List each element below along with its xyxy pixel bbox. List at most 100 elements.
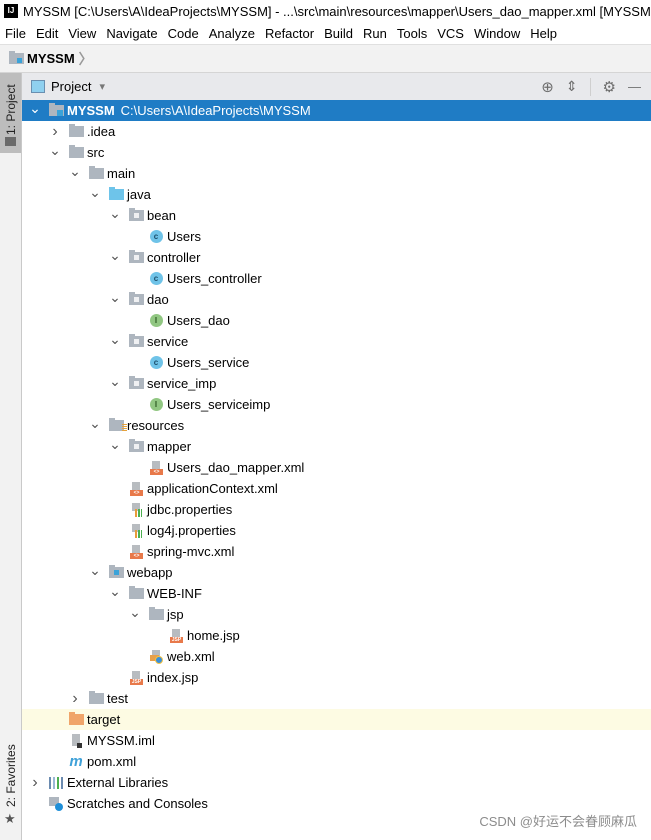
menu-refactor[interactable]: Refactor [264,25,315,41]
locate-icon[interactable]: ⊕ [541,78,554,96]
folder-icon [128,586,144,601]
chevron-right-icon[interactable]: › [32,773,38,791]
chevron-right-icon[interactable]: › [52,122,58,140]
tree-item[interactable]: web.xml [22,646,651,667]
tree-item[interactable]: ⌄ service [22,331,651,352]
tree-item[interactable]: ⌄webapp [22,562,651,583]
tree-item[interactable]: ›.idea [22,121,651,142]
tree-item[interactable]: ›External Libraries [22,772,651,793]
xml-file-icon: <> [148,460,164,475]
tree-item-label: home.jsp [187,628,240,643]
tree-item[interactable]: MYSSM.iml [22,730,651,751]
menu-build[interactable]: Build [324,25,354,41]
favorites-tool-tab[interactable]: 2: Favorites ★ [0,744,21,835]
folder-icon [88,166,104,181]
menu-view[interactable]: View [68,25,97,41]
chevron-down-icon[interactable]: ⌄ [109,372,121,389]
menu-navigate[interactable]: Navigate [106,25,158,41]
tree-item[interactable]: ⌄java [22,184,651,205]
tree-item[interactable]: <>applicationContext.xml [22,478,651,499]
chevron-down-icon[interactable]: ⌄ [109,246,121,263]
maven-file-icon: m [69,752,83,770]
collapse-all-icon[interactable]: ⇕ [565,78,578,94]
menu-run[interactable]: Run [363,25,387,41]
chevron-down-icon[interactable]: ⌄ [129,603,141,620]
scratches-icon [48,796,64,811]
source-folder-icon [108,187,124,202]
menu-tools[interactable]: Tools [396,25,428,41]
chevron-down-icon[interactable]: ⌄ [109,435,121,452]
menu-analyze[interactable]: Analyze [208,25,255,41]
web-folder-icon [108,565,124,580]
tree-item[interactable]: ⌄ main [22,163,651,184]
resources-folder-icon [108,418,127,433]
tree-item-label: src [87,145,105,160]
tree-item-label: Users_controller [167,271,262,286]
minimize-icon[interactable]: — [628,79,641,94]
chevron-down-icon[interactable]: ⌄ [109,582,121,599]
tree-item-label: jdbc.properties [147,502,233,517]
tree-item[interactable]: ⌄jsp [22,604,651,625]
favorites-tab-label: 2: Favorites [4,744,18,807]
tree-item[interactable]: ⌄resources [22,415,651,436]
properties-file-icon [128,523,144,538]
chevron-right-icon[interactable]: › [72,689,78,707]
menu-file[interactable]: File [5,25,26,41]
chevron-down-icon[interactable]: ⌄ [89,183,101,200]
menu-edit[interactable]: Edit [35,25,59,41]
tree-item[interactable]: <>Users_dao_mapper.xml [22,457,651,478]
package-icon [128,439,144,454]
menu-vcs[interactable]: VCS [437,25,464,41]
tree-item[interactable]: jdbc.properties [22,499,651,520]
breadcrumb-project[interactable]: MYSSM 〉 [8,49,93,69]
chevron-down-icon[interactable]: ⌄ [29,99,41,116]
chevron-down-icon[interactable]: ⌄ [69,162,81,179]
tree-item[interactable]: ›test [22,688,651,709]
tree-item[interactable]: ⌄dao [22,289,651,310]
tree-item-label: web.xml [167,649,215,664]
tree-item[interactable]: ⌄bean [22,205,651,226]
tree-item[interactable]: log4j.properties [22,520,651,541]
menu-window[interactable]: Window [473,25,521,41]
interface-icon: I [148,398,164,412]
gear-icon[interactable]: ⚙ [602,78,616,96]
menu-help[interactable]: Help [530,25,557,41]
tree-item[interactable]: <>spring-mvc.xml [22,541,651,562]
chevron-down-icon[interactable]: ⌄ [49,141,61,158]
package-icon [128,250,144,265]
xml-file-icon: <> [128,481,144,496]
tree-item[interactable]: Scratches and Consoles [22,793,651,814]
tree-item[interactable]: ⌄WEB-INF [22,583,651,604]
tree-item[interactable]: ⌄ service_imp [22,373,651,394]
chevron-down-icon[interactable]: ⌄ [109,330,121,347]
folder-icon [88,691,104,706]
project-view-selector[interactable]: Project ▾ [31,79,105,94]
menu-bar: File Edit View Navigate Code Analyze Refactor B… [0,22,651,45]
tree-item[interactable]: ⌄mapper [22,436,651,457]
tree-item[interactable]: target [22,709,651,730]
chevron-down-icon[interactable]: ⌄ [109,204,121,221]
chevron-down-icon[interactable]: ⌄ [89,561,101,578]
tree-item-label: index.jsp [147,670,199,685]
tree-item-label: Users_dao [167,313,230,328]
jsp-file-icon: JSP [128,670,144,685]
libraries-icon [48,776,64,790]
project-tool-tab[interactable]: 1: Project [0,73,21,153]
chevron-down-icon[interactable]: ⌄ [109,288,121,305]
chevron-down-icon[interactable]: ⌄ [89,414,101,431]
tree-item-label: main [107,166,136,181]
menu-code[interactable]: Code [167,25,199,41]
tree-item-label: service [147,334,189,349]
tree-item-label: service_imp [147,376,217,391]
tree-item[interactable]: ⌄ src [22,142,651,163]
tree-item[interactable]: ⌄controller [22,247,651,268]
